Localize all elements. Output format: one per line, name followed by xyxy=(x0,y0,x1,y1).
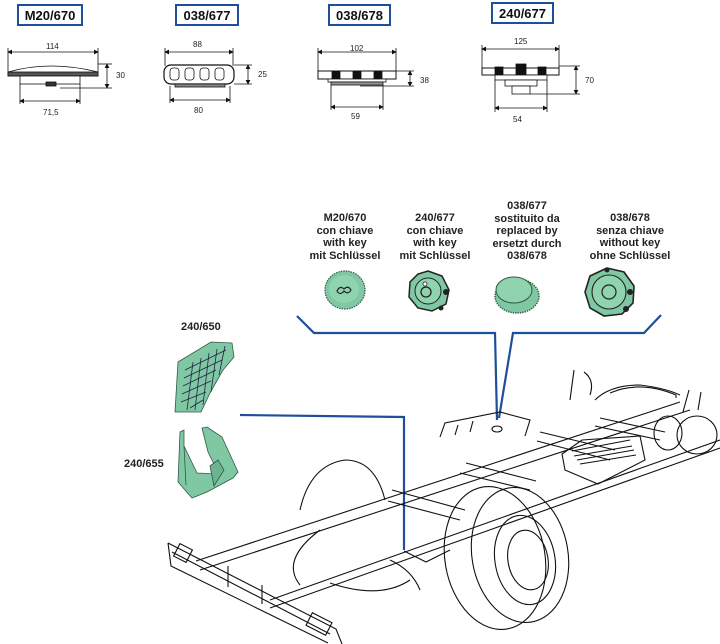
cap-m20-670 xyxy=(324,270,366,310)
part-label-240-655: 240/655 xyxy=(124,458,164,470)
dim-240-677-width: 125 xyxy=(514,37,528,46)
cap-callout-line-right xyxy=(497,314,662,419)
dim-038-677-width: 88 xyxy=(193,40,202,49)
cap-label-line: M20/670 xyxy=(323,212,367,224)
cap-label-m20-670: M20/670 con chiave with key mit Schlüsse… xyxy=(296,212,394,262)
cap-label-line: 240/677 xyxy=(415,212,455,224)
drawing-038-678 xyxy=(317,48,414,110)
cap-label-240-677: 240/677 con chiave with key mit Schlüsse… xyxy=(390,212,480,262)
cap-label-038-677: 038/677 sostituito da replaced by ersetz… xyxy=(482,200,572,263)
cap-label-line: ohne Schlüssel xyxy=(589,249,671,262)
cap-label-line: mit Schlüssel xyxy=(309,249,381,262)
drawing-m20-670 xyxy=(7,48,112,104)
dim-038-678-base: 59 xyxy=(351,112,360,121)
cap-label-line: with key xyxy=(323,237,367,249)
part-label-240-650: 240/650 xyxy=(181,321,221,333)
code-box-m20-670: M20/670 xyxy=(17,4,83,26)
dim-038-677-height: 25 xyxy=(258,70,267,79)
cap-038-677 xyxy=(494,276,540,314)
dim-m20-670-height: 30 xyxy=(116,71,125,80)
cap-label-line: con chiave xyxy=(316,224,374,237)
dim-038-678-width: 102 xyxy=(350,44,364,53)
code-box-240-677: 240/677 xyxy=(491,2,554,24)
cap-label-line: 038/677 xyxy=(507,200,547,212)
dim-038-677-base: 80 xyxy=(194,106,203,115)
part-240-655 xyxy=(177,426,239,499)
cap-label-line: ersetzt durch xyxy=(492,237,562,250)
dim-m20-670-width: 114 xyxy=(46,42,59,51)
cap-label-line: senza chiave xyxy=(596,224,664,237)
cap-240-677 xyxy=(408,270,450,312)
cap-label-line: 038/678 xyxy=(507,250,547,262)
part-240-650 xyxy=(174,341,235,413)
cap-callout-line xyxy=(296,315,499,421)
cap-label-line: con chiave xyxy=(406,224,464,237)
truck-chassis xyxy=(167,369,720,644)
dim-240-677-base: 54 xyxy=(513,115,522,124)
dim-240-677-height: 70 xyxy=(585,76,594,85)
cap-label-line: replaced by xyxy=(496,225,558,237)
cap-label-line: 038/678 xyxy=(610,212,650,224)
code-box-038-677: 038/677 xyxy=(175,4,239,26)
cap-label-038-678: 038/678 senza chiave without key ohne Sc… xyxy=(580,212,680,262)
cap-038-678 xyxy=(584,267,635,317)
dim-m20-670-base: 71,5 xyxy=(43,108,59,117)
code-box-038-678: 038/678 xyxy=(328,4,391,26)
drawing-240-677 xyxy=(481,45,580,112)
cap-label-line: with key xyxy=(413,237,457,249)
cap-label-line: without key xyxy=(599,237,661,249)
cap-label-line: mit Schlüssel xyxy=(399,249,471,262)
cap-label-line: sostituito da xyxy=(494,212,560,225)
dim-038-678-height: 38 xyxy=(420,76,429,85)
drawing-038-677 xyxy=(163,48,252,103)
